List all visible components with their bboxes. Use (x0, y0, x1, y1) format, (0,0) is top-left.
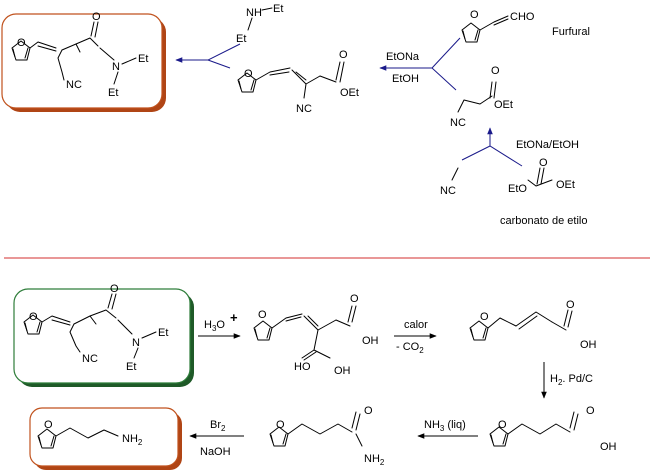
amide-nh2-label: NH2 (364, 453, 385, 467)
acid-ho-label: HO (294, 361, 311, 373)
atom-o: O (92, 11, 101, 23)
ethyl-label: Et (158, 327, 168, 339)
amide-product-box (1, 13, 166, 112)
box-border-orange (29, 407, 179, 467)
atom-o: O (339, 49, 348, 61)
carbonate-oet-label: OEt (556, 179, 575, 191)
reagent-etoh: EtOH (392, 73, 419, 85)
ethyl-label: Et (236, 33, 246, 45)
atom-o: O (17, 37, 26, 49)
amide-start-box (13, 288, 194, 387)
furan-ring (461, 22, 481, 43)
reagent-etona-etoh: EtONa/EtOH (516, 139, 579, 151)
furan-ring (253, 320, 273, 341)
reagent-br2: Br2 (210, 419, 226, 433)
atom-o: O (276, 419, 285, 431)
box-border-orange (1, 13, 163, 109)
furylidene-malonic-acid: O O OH HO OH (253, 293, 379, 377)
decarboxylation-arrow: calor - CO2 (394, 319, 437, 355)
ethyl-label: Et (273, 3, 283, 15)
ethyl-label: Et (126, 361, 136, 373)
furfural-caption: Furfural (552, 26, 590, 38)
atom-o: O (586, 405, 595, 417)
atom-o: O (29, 311, 38, 323)
furylidene-cyanoacetate: O NC O OEt (237, 49, 359, 115)
box-border-green (13, 288, 191, 384)
aldehyde-cho-label: CHO (510, 11, 535, 23)
atom-o: O (470, 9, 479, 21)
carbonate-eto-label: EtO (508, 183, 527, 195)
diethylamine: NH Et Et (236, 3, 283, 45)
atom-o: O (480, 311, 489, 323)
furylacrylic-acid: O O OH (469, 299, 597, 351)
amidation-arrow (175, 43, 241, 69)
amidation-nh3-arrow: NH3 (liq) (417, 419, 478, 439)
ethyl-label: Et (108, 87, 118, 99)
furylpropanamide: O O NH2 (269, 405, 385, 467)
acetonitrile: NC (440, 167, 459, 197)
amine-nh-label: NH (246, 7, 262, 19)
reagent-naoh: NaOH (200, 446, 231, 458)
atom-o: O (244, 68, 253, 80)
acid-oh-label: OH (334, 365, 351, 377)
plus-sign: + (230, 310, 238, 325)
nitrile-label: NC (296, 103, 312, 115)
atom-o: O (364, 405, 373, 417)
atom-o: O (539, 157, 548, 169)
atom-n: N (112, 61, 120, 73)
ethyl-label: Et (138, 53, 148, 65)
furfural: O CHO Furfural (461, 9, 590, 43)
condition-calor: calor (404, 319, 428, 331)
acid-oh-label: OH (600, 441, 617, 453)
furan-ring (469, 320, 489, 341)
furylethylamine: O NH2 (37, 419, 143, 449)
nitrile-label: NC (450, 117, 466, 129)
atom-o: O (566, 299, 575, 311)
atom-o: O (491, 65, 500, 77)
reagent-etona: EtONa (386, 51, 420, 63)
nitrile-label: NC (82, 353, 98, 365)
condensation-arrow: EtONa EtOH (379, 37, 461, 91)
nitrile-label: NC (66, 79, 82, 91)
atom-n: N (132, 337, 140, 349)
amine-nh2-label: NH2 (122, 433, 143, 447)
acylation-arrow: EtONa/EtOH (461, 127, 579, 167)
reagent-h3o: H3O (204, 319, 225, 333)
furylpropanoic-acid: O O OH (489, 405, 617, 453)
amide-product-structure: O O N Et Et NC (11, 11, 148, 99)
nitrile-label: NC (440, 185, 456, 197)
hydrolysis-arrow: H3O + (198, 310, 241, 339)
amide-start-structure: O O N Et Et NC (23, 283, 168, 373)
ethyl-cyanoacetate: O OEt NC (450, 65, 513, 129)
carbonate-caption: carbonato de etilo (500, 215, 587, 227)
atom-o: O (258, 309, 267, 321)
diethyl-carbonate: O EtO OEt carbonato de etilo (500, 157, 587, 227)
atom-o: O (44, 419, 53, 431)
atom-o: O (350, 293, 359, 305)
hofmann-arrow: Br2 NaOH (189, 419, 244, 458)
atom-o: O (498, 419, 507, 431)
amine-product-box (29, 407, 182, 470)
ester-oet-label: OEt (494, 99, 513, 111)
condition-minus-co2: - CO2 (396, 341, 424, 355)
acid-oh-label: OH (362, 335, 379, 347)
reagent-nh3: NH3 (liq) (424, 419, 466, 433)
atom-o: O (110, 283, 119, 295)
hydrogenation-arrow: H2. Pd/C (541, 362, 593, 399)
ester-oet-label: OEt (340, 87, 359, 99)
reagent-h2-pdc: H2. Pd/C (550, 373, 593, 387)
acid-oh-label: OH (580, 339, 597, 351)
